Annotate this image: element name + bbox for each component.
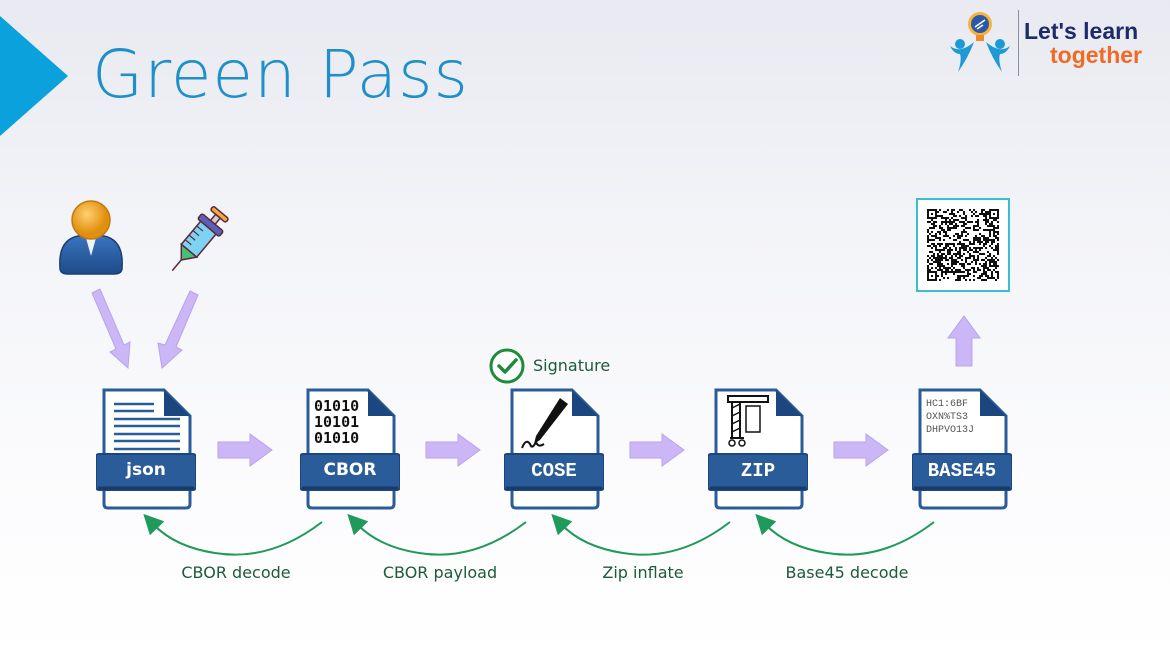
decode-curve-1 (143, 513, 323, 556)
decode-step-label: Base45 decode (785, 563, 909, 582)
flow-arrow-2 (425, 433, 481, 467)
output-arrow-up (947, 315, 981, 367)
input-arrow-syringe (157, 290, 199, 369)
text-code-icon (911, 388, 1013, 510)
compress-clamp-icon (707, 388, 809, 510)
file-cose: COSE (503, 388, 605, 510)
slide-title: Green Pass (92, 36, 469, 113)
lightbulb-people-icon (950, 12, 1010, 72)
logo-text-line1: Let's learn (1024, 18, 1139, 44)
qr-code-icon (916, 198, 1010, 292)
decode-curve-2 (347, 513, 527, 556)
signature-label: Signature (533, 356, 611, 375)
title-accent-triangle (0, 16, 68, 136)
check-circle-icon (489, 348, 525, 384)
input-arrow-person (91, 288, 131, 370)
person-icon (59, 200, 123, 275)
file-label: ZIP (740, 460, 776, 482)
base45-line: DHPVO13J (926, 425, 975, 436)
decode-step-label: CBOR payload (382, 563, 498, 582)
flow-arrow-1 (217, 433, 273, 467)
file-cbor: 01010 10101 01010 CBOR (299, 388, 401, 510)
base45-line: OXN%TS3 (926, 412, 969, 423)
file-label: json (126, 460, 166, 480)
decode-step-label: CBOR decode (181, 563, 291, 582)
binary-line: 01010 (314, 429, 360, 447)
binary-icon (299, 388, 401, 510)
decode-step-label: Zip inflate (602, 563, 684, 582)
decode-curve-3 (551, 513, 731, 556)
file-base45: HC1:6BF OXN%TS3 DHPVO13J BASE45 (911, 388, 1013, 510)
flow-arrow-3 (629, 433, 685, 467)
binary-line: 01010 (314, 397, 360, 415)
decode-curve-4 (755, 513, 935, 556)
document-lines-icon (95, 388, 197, 510)
flow-arrow-4 (833, 433, 889, 467)
file-json: json (95, 388, 197, 510)
file-zip: ZIP (707, 388, 809, 510)
binary-line: 10101 (314, 413, 360, 431)
logo-divider (1018, 10, 1019, 76)
file-label: COSE (531, 460, 577, 482)
file-label: BASE45 (927, 460, 997, 482)
base45-line: HC1:6BF (926, 399, 969, 410)
syringe-icon (171, 206, 229, 272)
file-label: CBOR (323, 460, 377, 480)
pen-signature-icon (503, 388, 605, 510)
logo-text-line2: together (1050, 42, 1142, 68)
